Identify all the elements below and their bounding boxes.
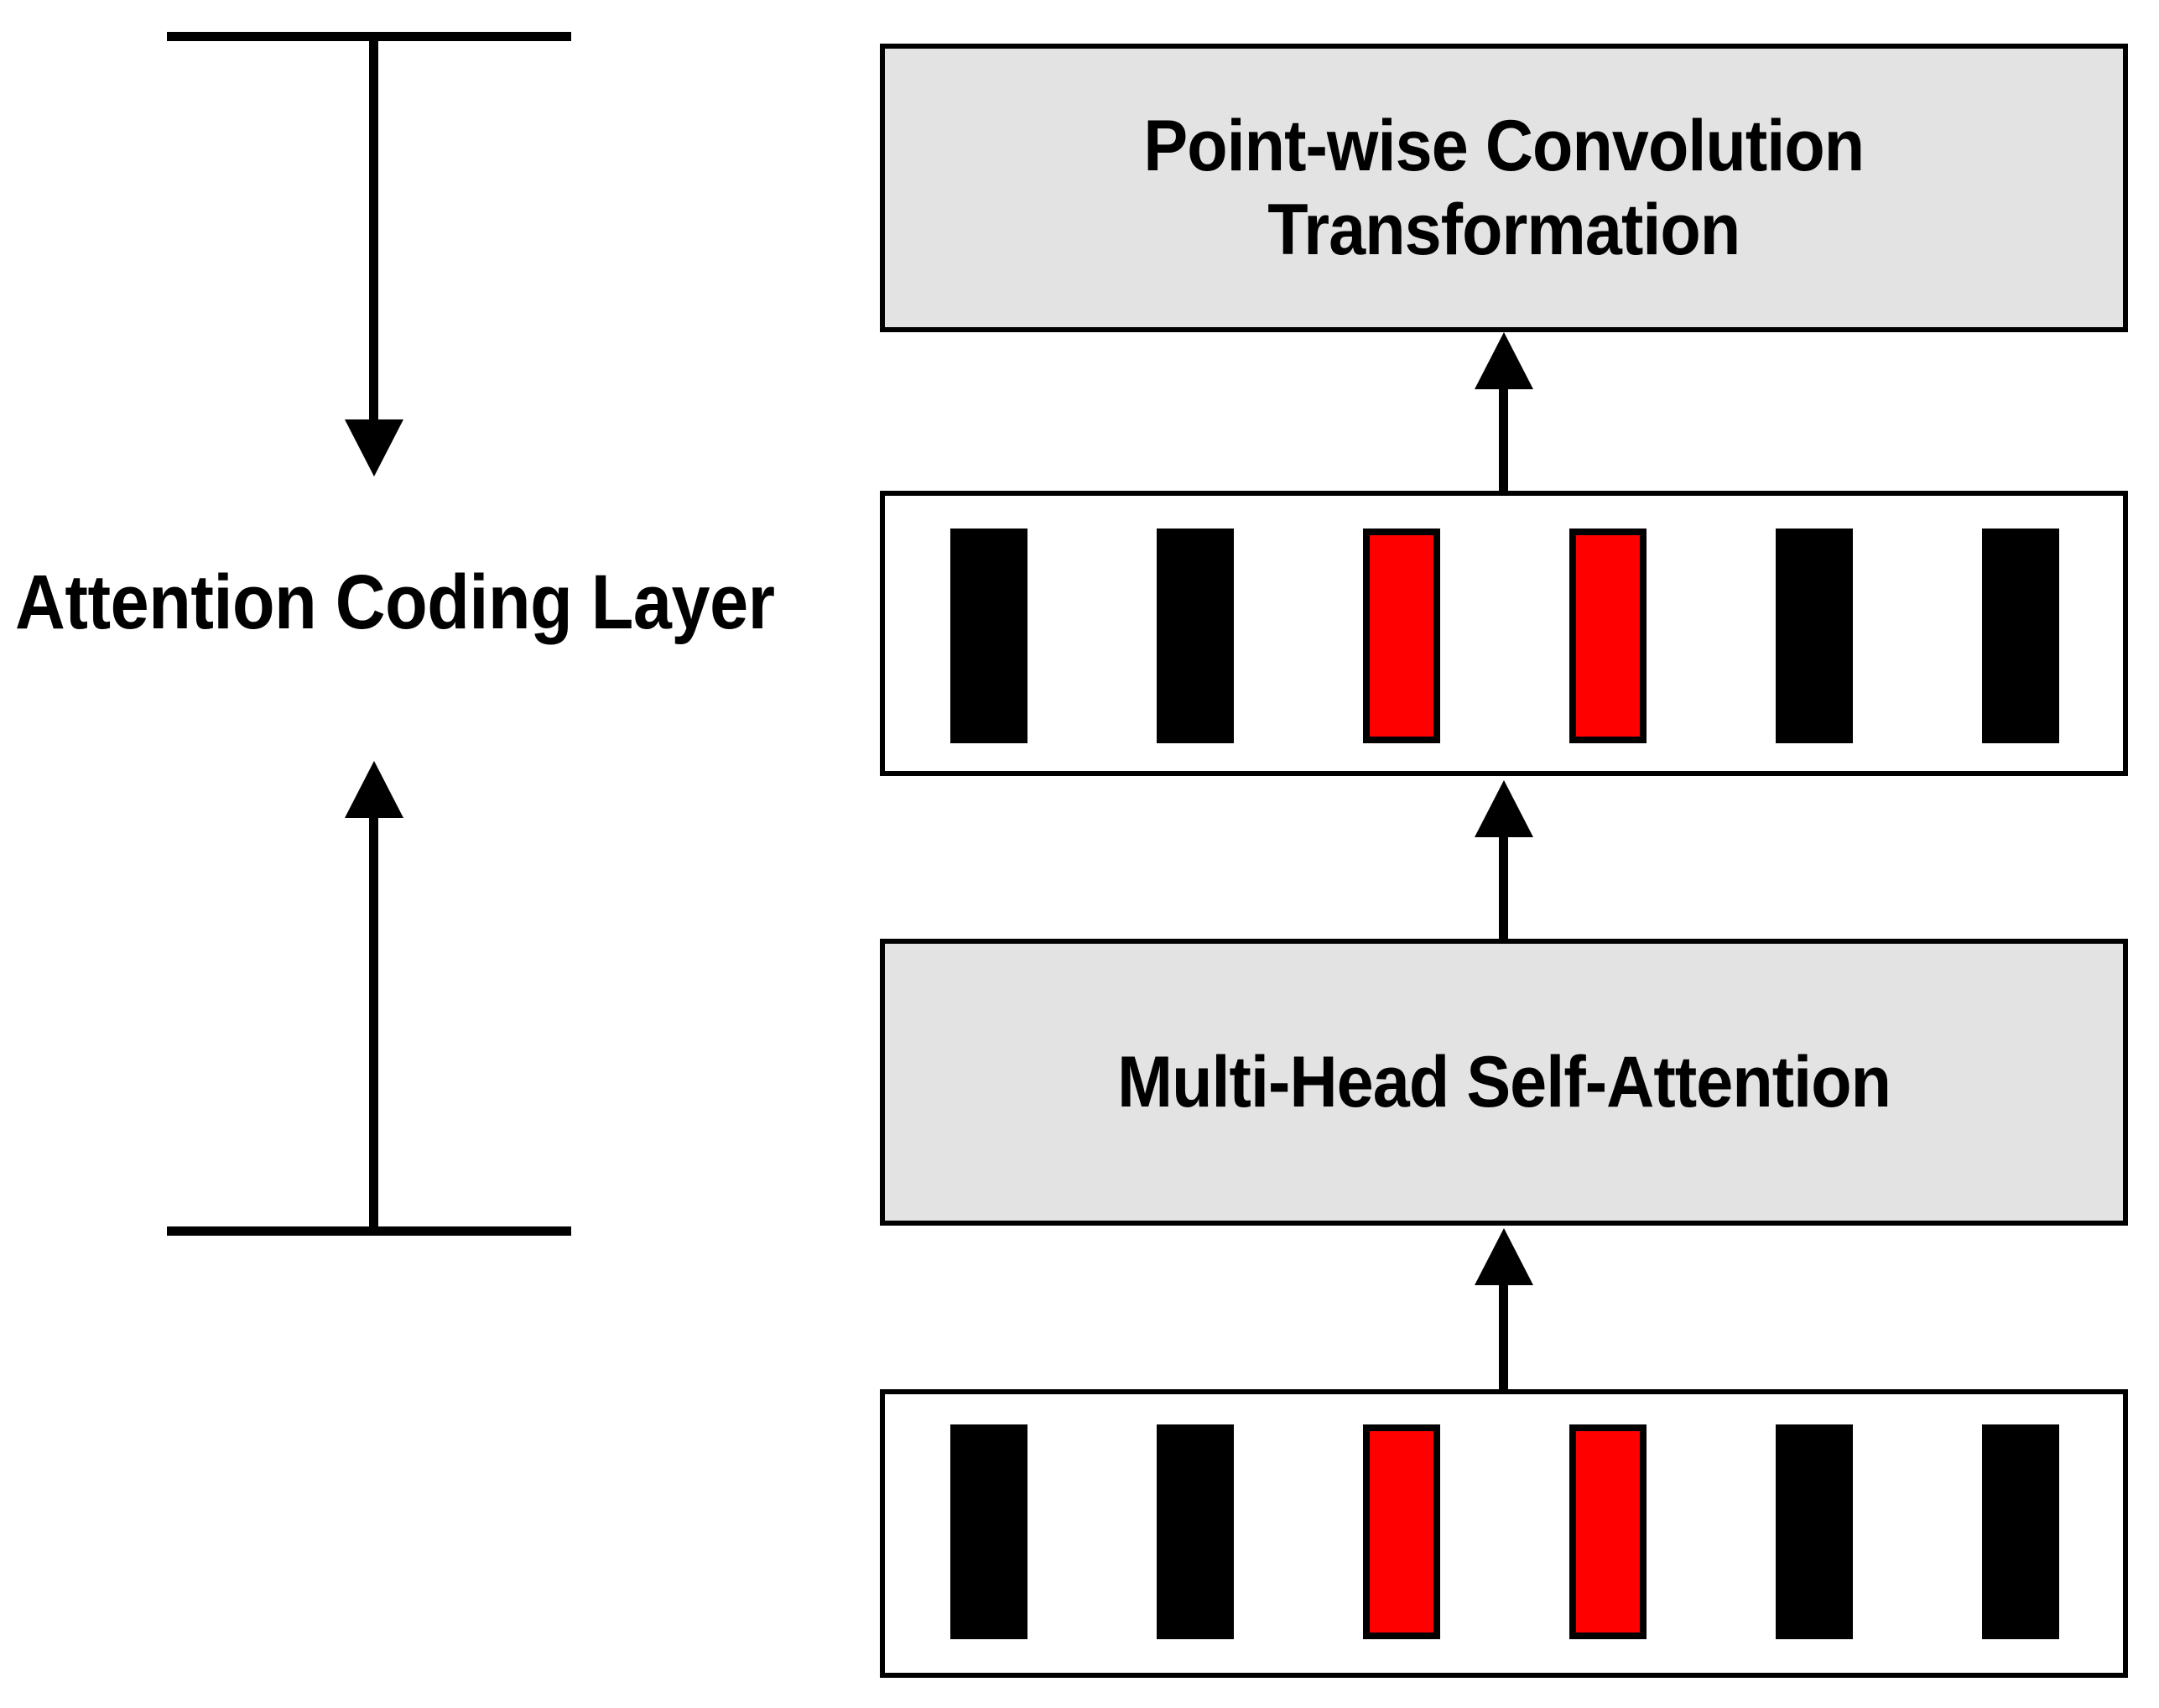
layer-input-arrow-head xyxy=(345,419,403,476)
connector-tokens-to-pointwise-head xyxy=(1475,332,1533,389)
input-token-bar-2[interactable] xyxy=(1157,1424,1234,1639)
token-bar-2[interactable] xyxy=(1157,529,1234,743)
block-multi-head-self-attention[interactable]: Multi-Head Self-Attention xyxy=(880,939,2128,1226)
attention-coding-layer-label: Attention Coding Layer xyxy=(15,560,775,645)
bracket-bottom-rule xyxy=(167,1226,571,1236)
block-multi-head-self-attention-label: Multi-Head Self-Attention xyxy=(1117,1042,1891,1122)
input-token-bar-3-highlight[interactable] xyxy=(1363,1424,1440,1639)
block-point-wise-convolution[interactable]: Point-wise Convolution Transformation xyxy=(880,44,2128,332)
block-input-tokens[interactable] xyxy=(880,1389,2128,1678)
token-bar-1[interactable] xyxy=(950,529,1027,743)
input-token-bar-1[interactable] xyxy=(950,1424,1027,1639)
connector-input-to-mhsa-head xyxy=(1475,1228,1533,1285)
connector-mhsa-to-tokens-head xyxy=(1475,780,1533,837)
connector-input-to-mhsa-shaft xyxy=(1499,1284,1508,1389)
block-attention-output-tokens[interactable] xyxy=(880,491,2128,776)
token-bar-6[interactable] xyxy=(1982,529,2059,743)
connector-tokens-to-pointwise-shaft xyxy=(1499,385,1508,492)
input-token-bar-4-highlight[interactable] xyxy=(1569,1424,1647,1639)
layer-output-arrow-shaft xyxy=(369,812,378,1236)
block-point-wise-convolution-label: Point-wise Convolution Transformation xyxy=(1144,104,1865,272)
connector-mhsa-to-tokens-shaft xyxy=(1499,835,1508,940)
block-label-line-2: Transformation xyxy=(1267,190,1740,270)
layer-output-arrow-head xyxy=(345,761,403,818)
input-token-bar-6[interactable] xyxy=(1982,1424,2059,1639)
token-bar-4-highlight[interactable] xyxy=(1569,529,1647,743)
layer-input-arrow-shaft xyxy=(369,32,378,435)
input-token-bar-5[interactable] xyxy=(1776,1424,1853,1639)
block-label-line-1: Point-wise Convolution xyxy=(1143,106,1865,186)
token-bar-5[interactable] xyxy=(1776,529,1853,743)
token-bar-3-highlight[interactable] xyxy=(1363,529,1440,743)
